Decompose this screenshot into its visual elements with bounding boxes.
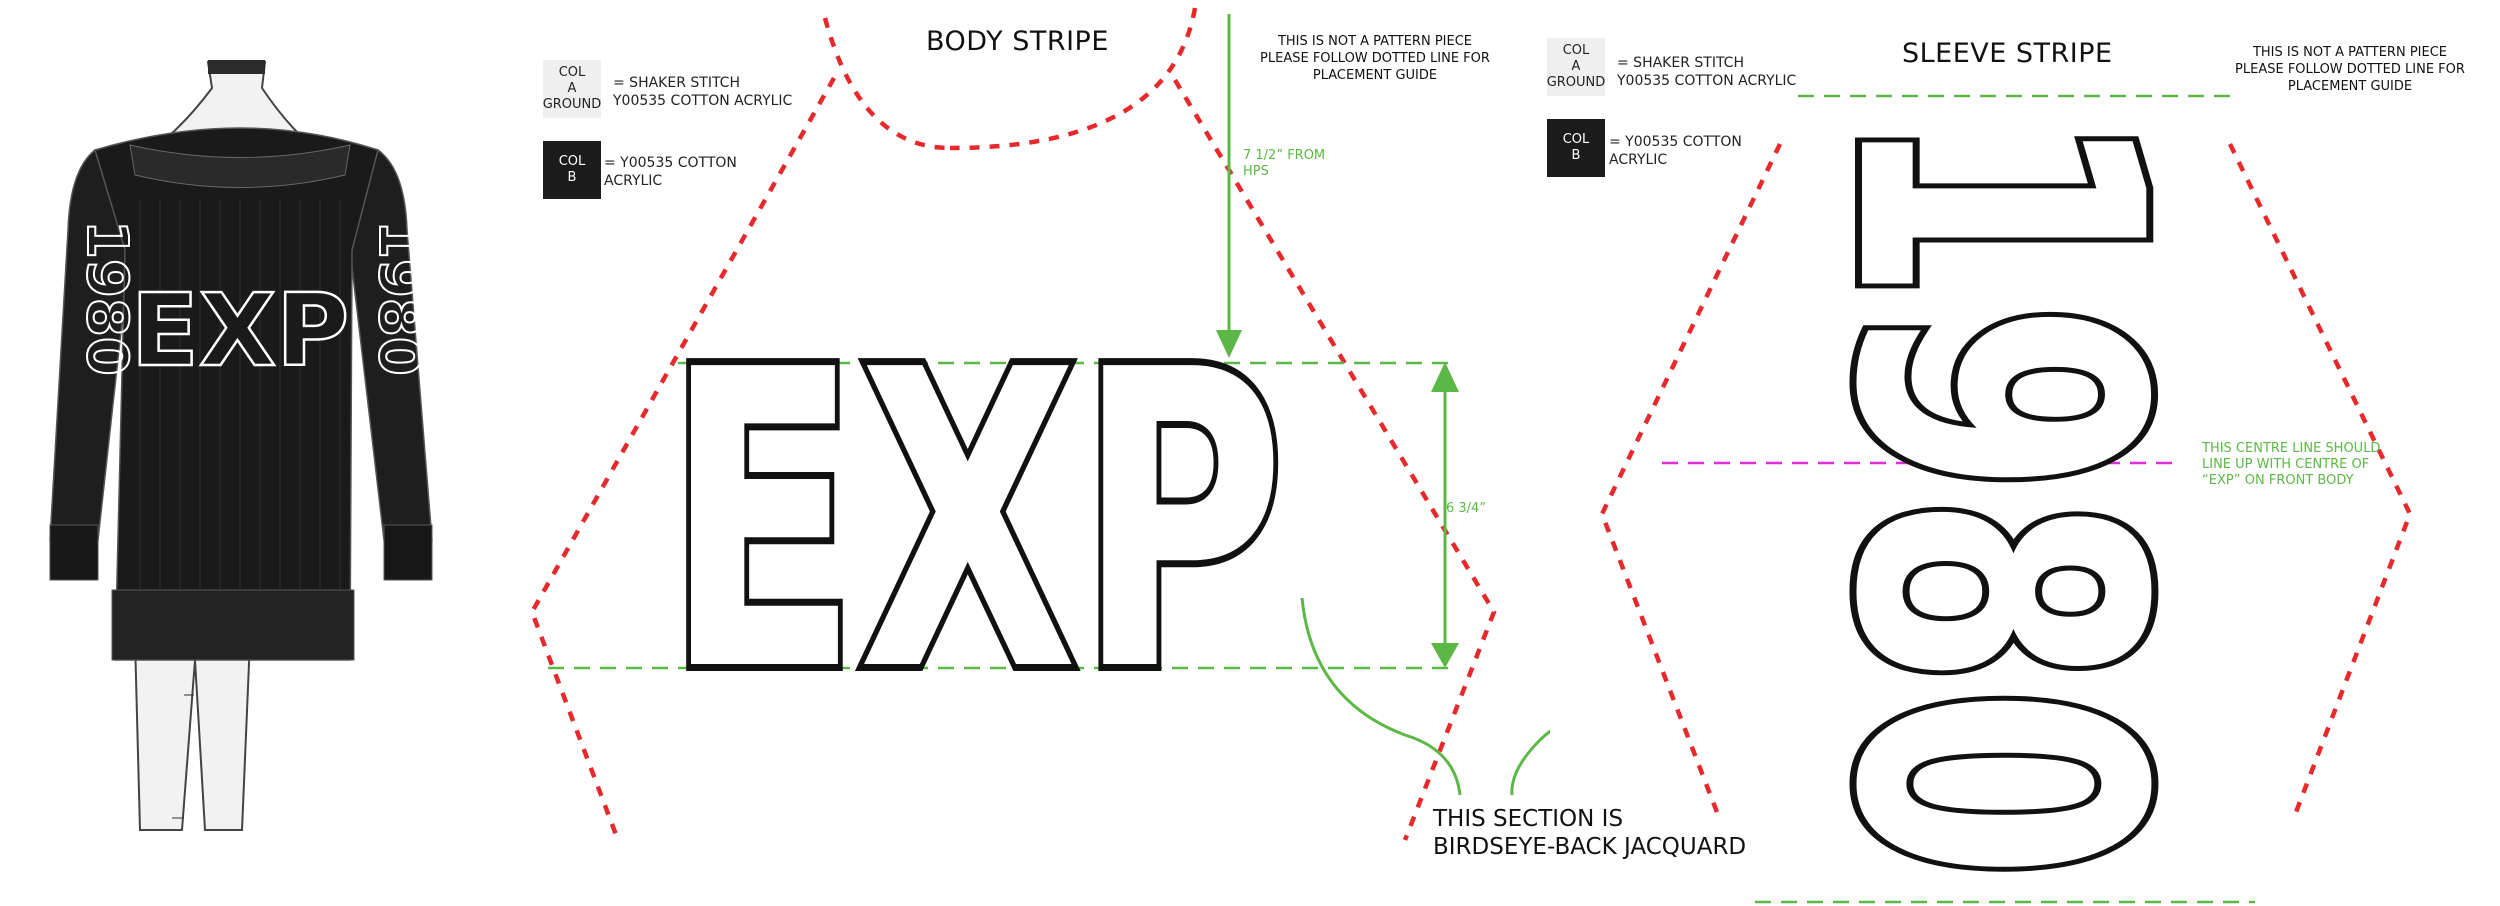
sweater-sketch-icon: EXP 1980 1980 [49, 60, 433, 831]
height-arrow-top [1431, 362, 1459, 392]
sleeve-1980-number: 1980 [1770, 110, 2224, 880]
body-placement-guide [529, 7, 1497, 841]
jacquard-connector-left [1300, 597, 1462, 796]
body-stripe-title: BODY STRIPE [926, 26, 1109, 57]
sketch-left-sleeve-number: 1980 [74, 220, 139, 376]
hps-arrow-head [1216, 330, 1242, 358]
body-stripe-diagram: EXP [529, 7, 1550, 841]
sketch-right-sleeve-number: 1980 [366, 220, 431, 376]
sleeve-stripe-diagram: 1980 [1599, 94, 2413, 904]
sleeve-placement-guide [1599, 143, 2413, 821]
sketch-front-logo: EXP [131, 272, 350, 389]
height-label: 6 3/4” [1446, 501, 1487, 516]
jacquard-connector-right [1510, 729, 1550, 796]
sleeve-stripe-title: SLEEVE STRIPE [1902, 38, 2113, 69]
height-arrow-bottom [1431, 643, 1459, 668]
body-exp-logo: EXP [665, 283, 1285, 761]
